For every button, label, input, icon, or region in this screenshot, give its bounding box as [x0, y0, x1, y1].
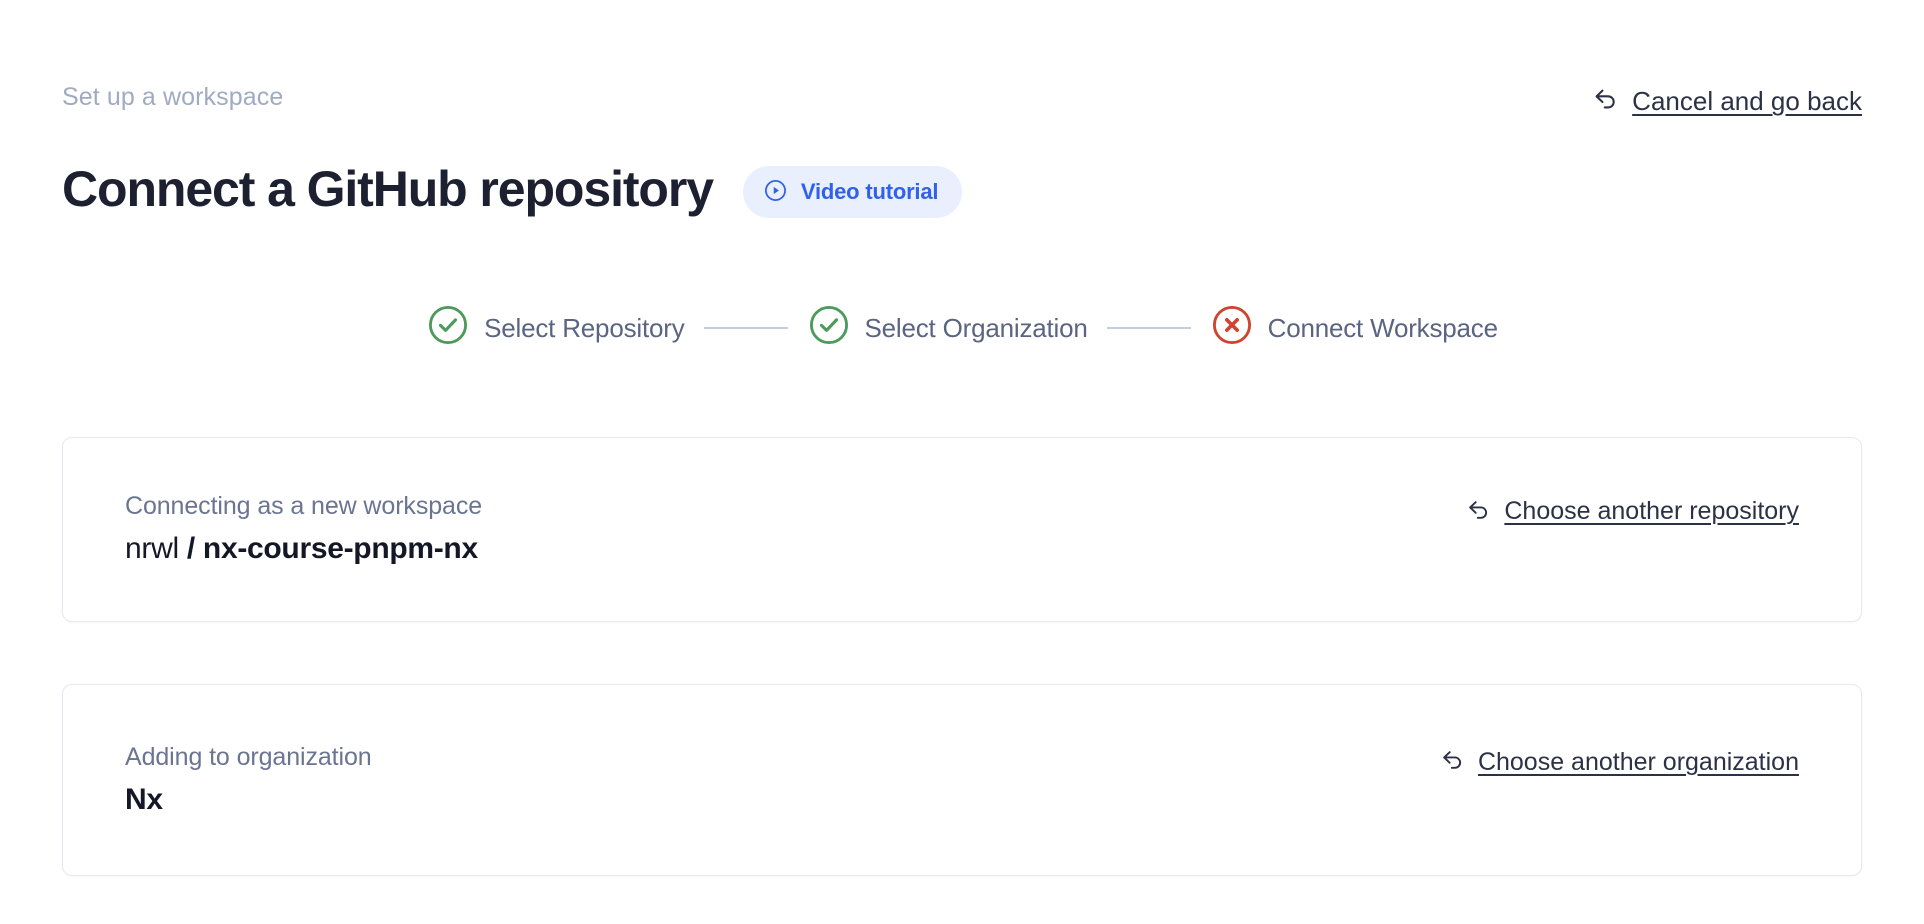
organization-card-content: Adding to organization Nx Choose another…: [63, 685, 1861, 875]
cancel-and-go-back-label: Cancel and go back: [1632, 86, 1862, 116]
stepper-step-select-organization[interactable]: Select Organization: [807, 303, 1088, 352]
video-tutorial-button[interactable]: Video tutorial: [742, 165, 963, 218]
choose-another-repository-link[interactable]: Choose another repository: [1465, 496, 1799, 528]
back-arrow-icon: [1591, 84, 1620, 118]
stepper-step-select-repository[interactable]: Select Repository: [426, 303, 685, 352]
stepper-step-connect-workspace[interactable]: Connect Workspace: [1210, 303, 1498, 352]
stepper-connector-1: [703, 326, 788, 329]
x-circle-icon: [1210, 303, 1254, 352]
stepper-label-select-repository: Select Repository: [484, 312, 685, 343]
breadcrumb-eyebrow: Set up a workspace: [62, 83, 284, 111]
progress-stepper: Select Repository Select Organization Co…: [0, 303, 1924, 352]
repository-card-caption: Connecting as a new workspace: [125, 492, 483, 520]
repository-card: Connecting as a new workspace nrwl / nx-…: [62, 437, 1862, 622]
repository-name: nx-course-pnpm-nx: [202, 532, 478, 565]
choose-another-organization-link[interactable]: Choose another organization: [1439, 746, 1799, 778]
title-row: Connect a GitHub repository Video tutori…: [62, 126, 1862, 251]
repository-card-value: nrwl / nx-course-pnpm-nx: [125, 530, 1799, 568]
page-title: Connect a GitHub repository: [62, 160, 714, 217]
stepper-label-connect-workspace: Connect Workspace: [1267, 312, 1498, 343]
repository-card-content: Connecting as a new workspace nrwl / nx-…: [63, 438, 1861, 621]
play-circle-icon: [763, 178, 788, 206]
stepper-label-select-organization: Select Organization: [864, 312, 1088, 343]
organization-card: Adding to organization Nx Choose another…: [62, 684, 1862, 876]
choose-another-organization-label: Choose another organization: [1477, 747, 1799, 776]
page-header: Set up a workspace Connect a GitHub repo…: [62, 82, 1862, 218]
back-arrow-icon: [1465, 496, 1492, 528]
repository-separator: /: [178, 532, 203, 565]
check-circle-icon: [807, 303, 851, 352]
organization-card-value: Nx: [125, 782, 163, 816]
back-arrow-icon: [1439, 746, 1466, 778]
repository-owner: nrwl: [125, 532, 179, 565]
check-circle-icon: [426, 303, 470, 352]
video-tutorial-label: Video tutorial: [800, 178, 939, 204]
cancel-and-go-back-link[interactable]: Cancel and go back: [1591, 84, 1862, 118]
choose-another-repository-label: Choose another repository: [1504, 497, 1799, 525]
organization-card-caption: Adding to organization: [125, 742, 372, 771]
stepper-connector-2: [1106, 326, 1191, 329]
